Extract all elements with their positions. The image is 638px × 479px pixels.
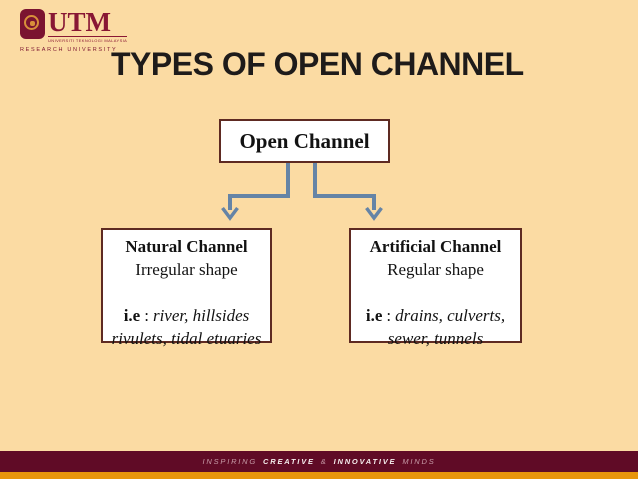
emblem-ring-icon: [24, 15, 39, 30]
footer-segment: MINDS: [402, 457, 436, 466]
utm-emblem-icon: [20, 9, 45, 39]
node-subtitle: Regular shape: [387, 260, 484, 279]
example-separator: :: [144, 306, 149, 325]
connector-left: [228, 161, 290, 210]
node-example-line2: sewer, tunnels: [351, 327, 520, 350]
footer-segment: &: [320, 457, 328, 466]
logo-university-name: UNIVERSITI TEKNOLOGI MALAYSIA: [48, 36, 128, 43]
node-example-line2: rivulets, tidal etuaries: [103, 327, 270, 350]
node-open-channel: Open Channel: [219, 119, 390, 163]
node-subtitle: Irregular shape: [135, 260, 238, 279]
logo-tagline: RESEARCH UNIVERSITY: [20, 47, 118, 53]
logo-row: UTM UNIVERSITI TEKNOLOGI MALAYSIA: [20, 9, 128, 43]
example-separator: :: [386, 306, 392, 325]
connector-right: [313, 161, 376, 210]
footer-segment: INSPIRING: [202, 457, 258, 466]
node-natural-channel: Natural Channel Irregular shape i.e:rive…: [101, 228, 272, 348]
spacer: [351, 281, 520, 304]
node-example-line1: i.e:drains, culverts,: [351, 304, 520, 327]
footer-segment: INNOVATIVE: [333, 457, 397, 466]
arrowhead-right-icon: [365, 206, 383, 221]
node-title: Artificial Channel: [369, 237, 502, 256]
emblem-crown-icon: [29, 20, 35, 26]
footer-bar: INSPIRING CREATIVE & INNOVATIVE MINDS: [0, 451, 638, 472]
node-artificial-channel: Artificial Channel Regular shape i.e:dra…: [349, 228, 522, 348]
example-text: river, hillsides: [152, 306, 250, 325]
logo-text: UTM UNIVERSITI TEKNOLOGI MALAYSIA: [48, 7, 128, 43]
node-example-line1: i.e:river, hillsides: [103, 304, 270, 327]
example-prefix: i.e: [123, 306, 141, 325]
example-text: sewer, tunnels: [387, 329, 484, 348]
example-text: rivulets, tidal etuaries: [111, 329, 262, 348]
example-prefix: i.e: [365, 306, 383, 325]
node-open-channel-label: Open Channel: [239, 128, 370, 153]
logo-acronym: UTM: [48, 7, 111, 37]
spacer: [103, 281, 270, 304]
example-text: drains, culverts,: [395, 306, 506, 325]
slide-title: TYPES OF OPEN CHANNEL: [111, 46, 524, 82]
footer-accent-strip: [0, 472, 638, 479]
node-title: Natural Channel: [125, 237, 248, 256]
arrowhead-left-icon: [221, 206, 239, 221]
utm-logo: UTM UNIVERSITI TEKNOLOGI MALAYSIA RESEAR…: [20, 9, 128, 53]
footer-segment: CREATIVE: [263, 457, 315, 466]
